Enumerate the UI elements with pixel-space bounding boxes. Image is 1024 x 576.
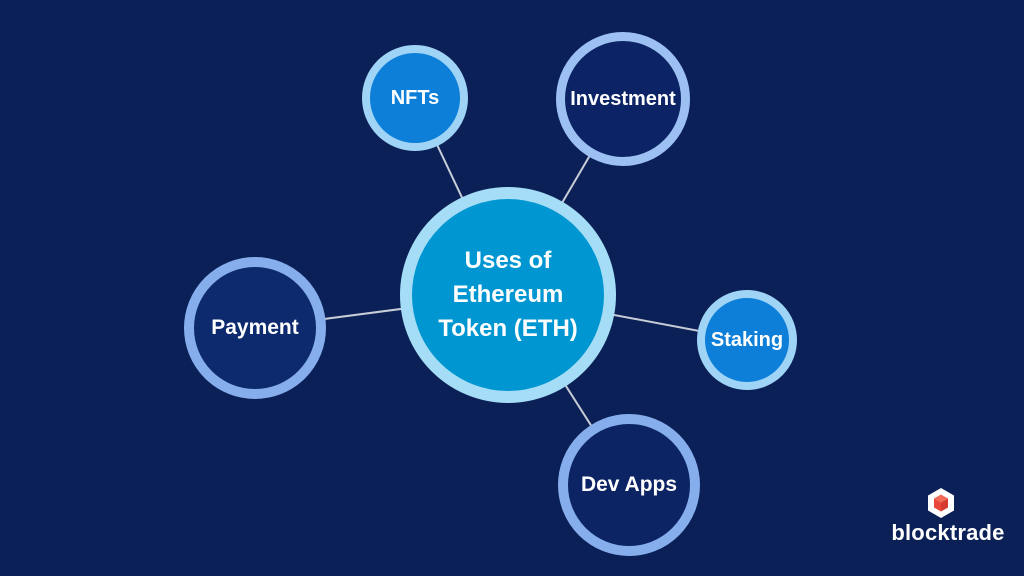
node-nfts-label: NFTs: [390, 86, 440, 109]
node-staking-label: Staking: [710, 328, 784, 351]
node-dev-apps: Dev Apps: [558, 414, 700, 556]
node-dev-apps-label: Dev Apps: [580, 473, 678, 496]
center-label-line-2: Ethereum: [452, 281, 564, 308]
node-staking: Staking: [697, 290, 797, 390]
node-payment-label: Payment: [211, 316, 299, 339]
blocktrade-logo: blocktrade: [888, 488, 1008, 546]
node-investment-label: Investment: [570, 87, 676, 110]
blocktrade-wordmark: blocktrade: [891, 520, 1005, 545]
node-payment: Payment: [184, 257, 326, 399]
hexagon-cube-icon: [928, 488, 954, 518]
center-node-label: Uses of Ethereum Token (ETH): [438, 244, 578, 346]
node-investment: Investment: [556, 32, 690, 166]
node-nfts: NFTs: [362, 45, 468, 151]
node-center-uses-of-ethereum: Uses of Ethereum Token (ETH): [400, 187, 616, 403]
center-label-line-1: Uses of: [464, 247, 552, 274]
center-label-line-3: Token (ETH): [438, 315, 578, 342]
